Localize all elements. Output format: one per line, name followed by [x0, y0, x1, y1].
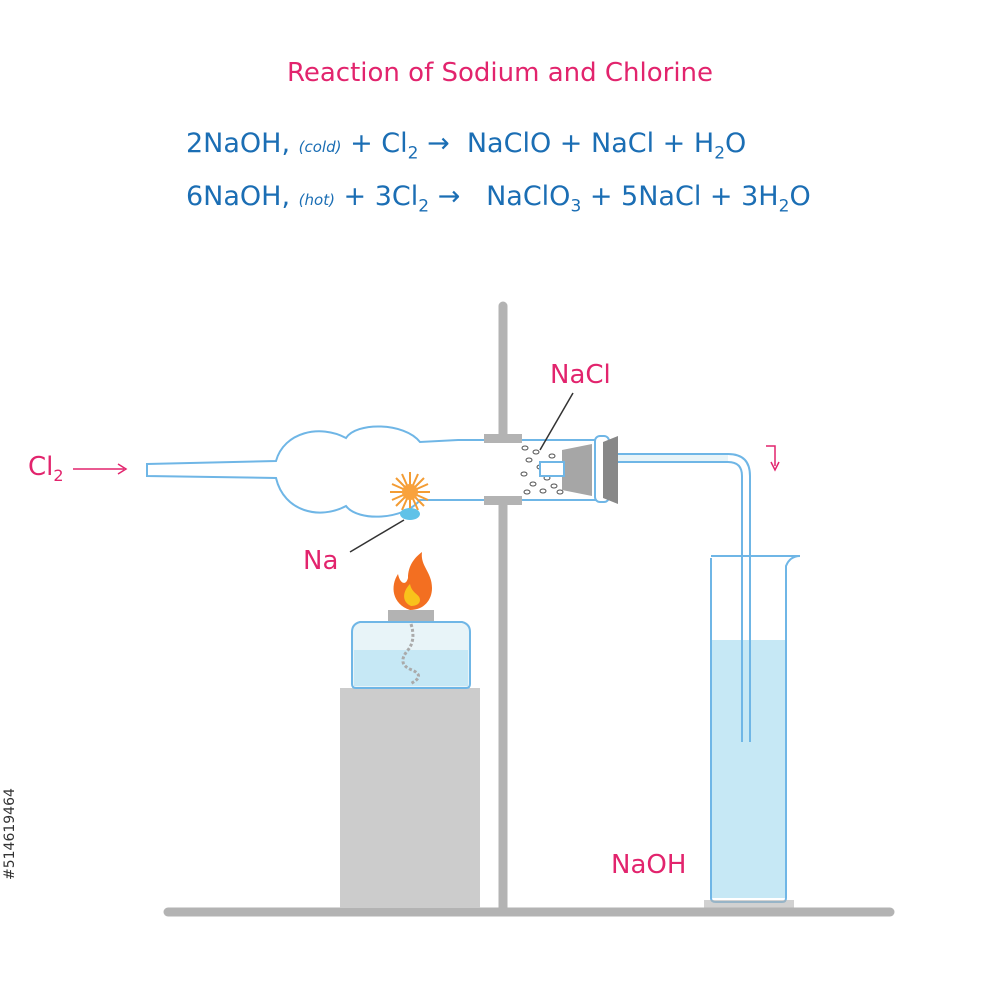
stopper-end [603, 436, 618, 504]
na-leader-line [349, 519, 405, 553]
eq-hot-products-mid: + 5NaCl + 3H [581, 181, 779, 212]
na-label: Na [303, 546, 339, 576]
eq-cold-arrow: → [427, 128, 450, 159]
clamp-top [484, 434, 522, 443]
eq-cold-products-tail: O [725, 128, 747, 159]
eq-hot-arrow: → [437, 181, 461, 212]
eq-cold-products: NaClO + NaCl + H [466, 128, 715, 159]
naoh-label: NaOH [611, 850, 687, 880]
flow-arrow-icon [766, 445, 776, 466]
nacl-label: NaCl [550, 360, 611, 390]
eq-hot-products-sub2: 2 [778, 196, 790, 217]
eq-hot-products-tail: O [789, 181, 811, 212]
stopper [562, 444, 592, 496]
eq-cold-reagent-sub: 2 [407, 143, 419, 164]
page-title: Reaction of Sodium and Chlorine [286, 58, 714, 88]
nacl-leader-line [539, 392, 574, 451]
eq-cold-reactant: 2NaOH, [186, 128, 291, 159]
eq-hot-reactant: 6NaOH, [186, 181, 291, 212]
cl2-label-sub: 2 [53, 466, 64, 486]
equation-cold: 2NaOH, (cold) + Cl2 → NaClO + NaCl + H2O [186, 128, 746, 163]
equation-hot: 6NaOH, (hot) + 3Cl2 → NaClO3 + 5NaCl + 3… [186, 181, 811, 216]
eq-cold-reagent: + Cl [350, 128, 408, 159]
sodium-spark-icon [390, 472, 430, 520]
nacl-particles [520, 445, 564, 495]
flame-icon [393, 552, 432, 610]
cl2-label: Cl2 [28, 452, 64, 485]
spirit-burner [351, 610, 471, 689]
eq-hot-reagent: + 3Cl [343, 181, 419, 212]
eq-hot-products: NaClO [486, 181, 571, 212]
eq-cold-condition: (cold) [298, 138, 342, 156]
cl2-label-main: Cl [28, 452, 54, 482]
stock-id-text: #514619464 [2, 788, 18, 880]
eq-hot-reagent-sub: 2 [418, 196, 430, 217]
eq-cold-products-sub: 2 [714, 143, 726, 164]
beaker [704, 555, 801, 908]
eq-hot-products-sub: 3 [570, 196, 582, 217]
stopper-inner-tube [539, 461, 565, 477]
delivery-tube-fill [618, 455, 728, 461]
eq-hot-condition: (hot) [298, 191, 335, 209]
clamp-bottom [484, 496, 522, 505]
support-block [340, 688, 480, 908]
